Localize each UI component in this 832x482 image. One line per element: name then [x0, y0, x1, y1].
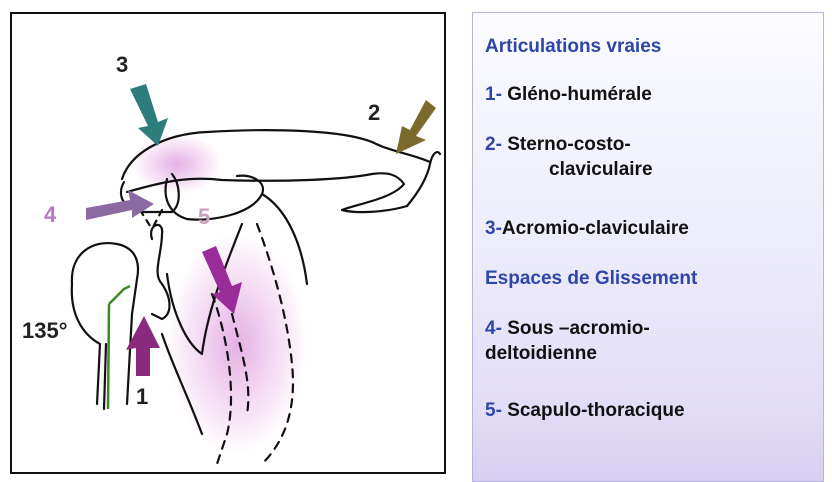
legend-item-2: 2- Sterno-costo- claviculaire — [485, 133, 653, 182]
legend-item-2-continuation: claviculaire — [485, 158, 653, 183]
glenoid-outline — [151, 225, 169, 319]
legend-item-3: 3-Acromio-claviculaire — [485, 217, 689, 242]
legend-item-3-number: 3- — [485, 218, 502, 239]
shoulder-drawing — [12, 14, 446, 474]
label-2: 2 — [368, 102, 380, 124]
legend-item-4-text: Sous –acromio- — [507, 318, 650, 339]
angle-label: 135° — [22, 320, 68, 342]
legend-item-3-text: Acromio-claviculaire — [502, 218, 689, 239]
label-3: 3 — [116, 54, 128, 76]
heading-true-joints: Articulations vraies — [485, 35, 661, 60]
legend-item-4: 4- Sous –acromio- deltoidienne — [485, 317, 650, 366]
legend-item-4-continuation: deltoidienne — [485, 342, 650, 367]
legend-item-1-text: Gléno-humérale — [507, 84, 652, 105]
legend-item-5: 5- Scapulo-thoracique — [485, 399, 685, 424]
label-1: 1 — [136, 386, 148, 408]
legend-panel: Articulations vraies 1- Gléno-humérale 2… — [472, 12, 824, 482]
humerus-inner — [104, 344, 106, 409]
legend-item-2-text: Sterno-costo- — [507, 134, 631, 155]
legend-item-1: 1- Gléno-humérale — [485, 83, 652, 108]
arrow-2-icon — [396, 100, 436, 154]
heading-glide-spaces: Espaces de Glissement — [485, 267, 697, 292]
legend-item-2-number: 2- — [485, 134, 502, 155]
legend-item-4-number: 4- — [485, 318, 502, 339]
label-4: 4 — [44, 204, 56, 226]
label-5: 5 — [198, 206, 210, 228]
legend-item-1-number: 1- — [485, 84, 502, 105]
legend-item-5-number: 5- — [485, 400, 502, 421]
legend-item-5-text: Scapulo-thoracique — [507, 400, 684, 421]
shoulder-diagram: 1 2 3 4 5 135° — [10, 12, 446, 474]
scapulo-thoracic-shading — [167, 234, 307, 454]
